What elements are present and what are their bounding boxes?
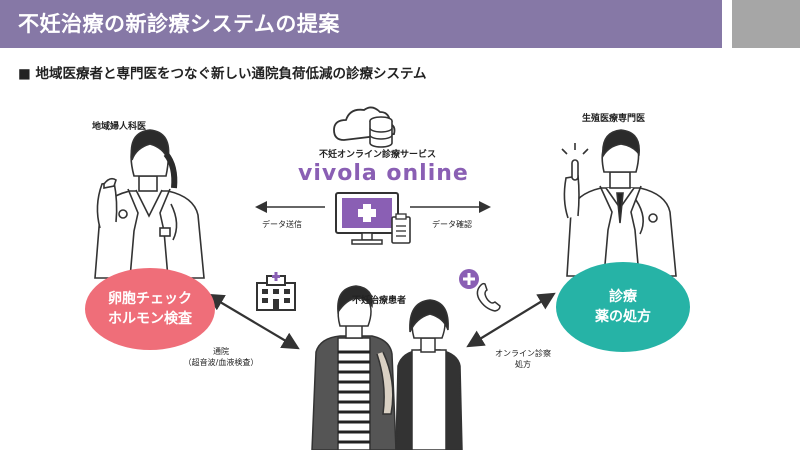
treatment-oval: 診療 薬の処方 — [556, 262, 690, 352]
clinic-visit-line2: （超音波/血液検査） — [183, 358, 259, 367]
treatment-oval-line1: 診療 — [609, 289, 637, 305]
page-title: 不妊治療の新診療システムの提案 — [18, 12, 340, 36]
clinic-visit-arrow — [206, 293, 300, 350]
online-consult-arrow — [466, 292, 556, 348]
service-name: vivola online — [298, 161, 469, 186]
local-gynecologist-label: 地域婦人科医 — [92, 122, 147, 132]
online-consult-line1: オンライン診察 — [495, 349, 551, 358]
exam-oval-line2: ホルモン検査 — [108, 311, 192, 327]
data-confirm-label: データ確認 — [432, 220, 472, 229]
patient-man-figure — [311, 285, 397, 450]
patient-woman-figure — [395, 299, 463, 450]
data-send-label: データ送信 — [262, 220, 302, 229]
clipboard-icon — [391, 213, 411, 244]
title-bar: 不妊治療の新診療システムの提案 — [0, 0, 722, 48]
corner-decoration — [732, 0, 800, 48]
service-caption: 不妊オンライン診療サービス — [319, 150, 437, 160]
clinic-visit-line1: 通院 — [213, 347, 229, 356]
cloud-database-icon — [333, 106, 396, 148]
phone-consult-icon — [459, 269, 501, 312]
fertility-specialist-label: 生殖医療専門医 — [582, 114, 646, 124]
slide-subtitle: ■ 地域医療者と専門医をつなぐ新しい通院負荷低減の診療システム — [18, 66, 427, 82]
fertility-specialist-figure — [561, 129, 677, 277]
monitor-medical-icon — [335, 192, 399, 245]
hospital-icon — [256, 272, 296, 311]
local-gynecologist-figure — [94, 129, 205, 279]
treatment-oval-line2: 薬の処方 — [595, 309, 651, 325]
patients-label: 不妊治療患者 — [352, 296, 407, 306]
exam-oval-line1: 卵胞チェック — [108, 291, 192, 307]
online-consult-label: オンライン診察 処方 — [485, 348, 561, 370]
online-consult-line2: 処方 — [515, 360, 531, 369]
clinic-visit-label: 通院 （超音波/血液検査） — [176, 346, 266, 368]
exam-oval: 卵胞チェック ホルモン検査 — [85, 268, 215, 350]
